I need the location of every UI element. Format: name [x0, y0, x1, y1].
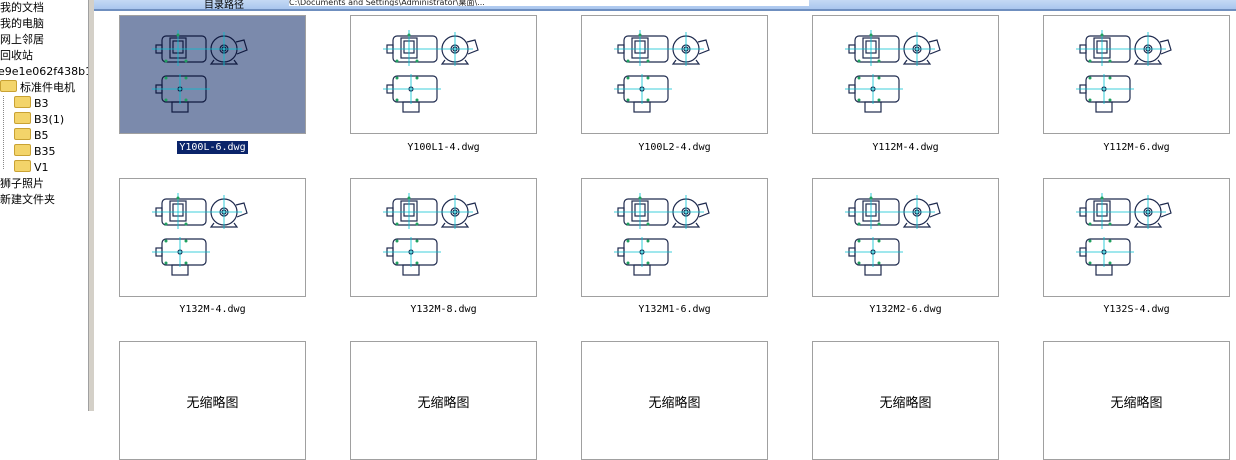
tree-item-b5[interactable]: B5	[14, 128, 49, 144]
thumbnail-preview[interactable]	[350, 178, 537, 297]
tree-item-hash-folder[interactable]: e9e1e062f438b129	[0, 65, 88, 78]
motor-drawing-icon	[614, 193, 710, 276]
file-name[interactable]: Y132M-8.dwg	[410, 304, 477, 315]
thumbnail-preview[interactable]	[812, 15, 999, 134]
thumbnail-preview[interactable]	[812, 178, 999, 297]
thumbnail-preview[interactable]	[119, 15, 306, 134]
motor-drawing-icon	[152, 193, 248, 276]
motor-drawing-icon	[383, 30, 479, 113]
thumbnail-preview[interactable]	[1043, 15, 1230, 134]
tree-item-b3-1[interactable]: B3(1)	[14, 112, 64, 128]
folder-icon	[14, 160, 31, 172]
motor-drawing-icon	[845, 193, 941, 276]
thumbnail-preview[interactable]: 无缩略图	[581, 341, 768, 460]
thumbnail-preview[interactable]	[581, 178, 768, 297]
motor-drawing-icon	[152, 30, 248, 113]
tree-label: 标准件电机	[20, 81, 75, 94]
file-name[interactable]: Y132M1-6.dwg	[638, 304, 711, 315]
tree-item-b35[interactable]: B35	[14, 144, 56, 160]
tree-item-b3[interactable]: B3	[14, 96, 49, 112]
folder-tree: 我的文档 我的电脑 网上邻居 回收站 e9e1e062f438b129 标准件电…	[0, 0, 88, 411]
no-thumbnail-label: 无缩略图	[1110, 396, 1163, 411]
motor-drawing-icon	[1076, 30, 1172, 113]
tree-item-v1[interactable]: V1	[14, 160, 49, 176]
tree-label: B5	[34, 129, 49, 142]
folder-icon	[0, 80, 17, 92]
file-name[interactable]: Y100L-6.dwg	[177, 141, 248, 154]
tree-label: B3(1)	[34, 113, 65, 126]
no-thumbnail-label: 无缩略图	[879, 396, 932, 411]
motor-drawing-icon	[1076, 193, 1172, 276]
tree-item-network[interactable]: 网上邻居	[0, 33, 44, 46]
no-thumbnail-label: 无缩略图	[648, 396, 701, 411]
splitter[interactable]	[88, 0, 94, 411]
path-label: 目录路径	[204, 0, 244, 11]
file-name[interactable]: Y132M2-6.dwg	[869, 304, 942, 315]
tree-label: B35	[34, 145, 56, 158]
folder-icon	[14, 144, 31, 156]
tree-item-lion-photos[interactable]: 狮子照片	[0, 177, 44, 190]
thumbnail-preview[interactable]	[581, 15, 768, 134]
thumbnail-grid: Y100L-6.dwg Y100L1-4.dwg Y100L2-4.dwg Y1…	[94, 11, 1236, 460]
file-name[interactable]: Y100L1-4.dwg	[407, 142, 480, 153]
file-name[interactable]: Y132S-4.dwg	[1103, 304, 1170, 315]
no-thumbnail-label: 无缩略图	[186, 396, 239, 411]
tree-item-standard-motors[interactable]: 标准件电机	[0, 80, 75, 96]
file-name[interactable]: Y112M-6.dwg	[1103, 142, 1170, 153]
thumbnail-preview[interactable]: 无缩略图	[1043, 341, 1230, 460]
thumbnail-preview[interactable]	[350, 15, 537, 134]
tree-item-new-folder[interactable]: 新建文件夹	[0, 193, 55, 206]
tree-item-recycle-bin[interactable]: 回收站	[0, 49, 33, 62]
thumbnail-preview[interactable]: 无缩略图	[812, 341, 999, 460]
path-bar: 目录路径 C:\Documents and Settings\Administr…	[94, 0, 1236, 11]
file-name[interactable]: Y132M-4.dwg	[179, 304, 246, 315]
path-input[interactable]: C:\Documents and Settings\Administrator\…	[289, 0, 809, 6]
folder-icon	[14, 96, 31, 108]
no-thumbnail-label: 无缩略图	[417, 396, 470, 411]
tree-label: B3	[34, 97, 49, 110]
tree-item-my-computer[interactable]: 我的电脑	[0, 17, 44, 30]
file-name[interactable]: Y112M-4.dwg	[872, 142, 939, 153]
folder-icon	[14, 128, 31, 140]
tree-label: V1	[34, 161, 49, 174]
tree-item-my-documents[interactable]: 我的文档	[0, 1, 44, 14]
motor-drawing-icon	[383, 193, 479, 276]
file-name[interactable]: Y100L2-4.dwg	[638, 142, 711, 153]
thumbnail-preview[interactable]: 无缩略图	[350, 341, 537, 460]
thumbnail-preview[interactable]: 无缩略图	[119, 341, 306, 460]
thumbnail-preview[interactable]	[1043, 178, 1230, 297]
motor-drawing-icon	[614, 30, 710, 113]
thumbnail-preview[interactable]	[119, 178, 306, 297]
motor-drawing-icon	[845, 30, 941, 113]
folder-icon	[14, 112, 31, 124]
